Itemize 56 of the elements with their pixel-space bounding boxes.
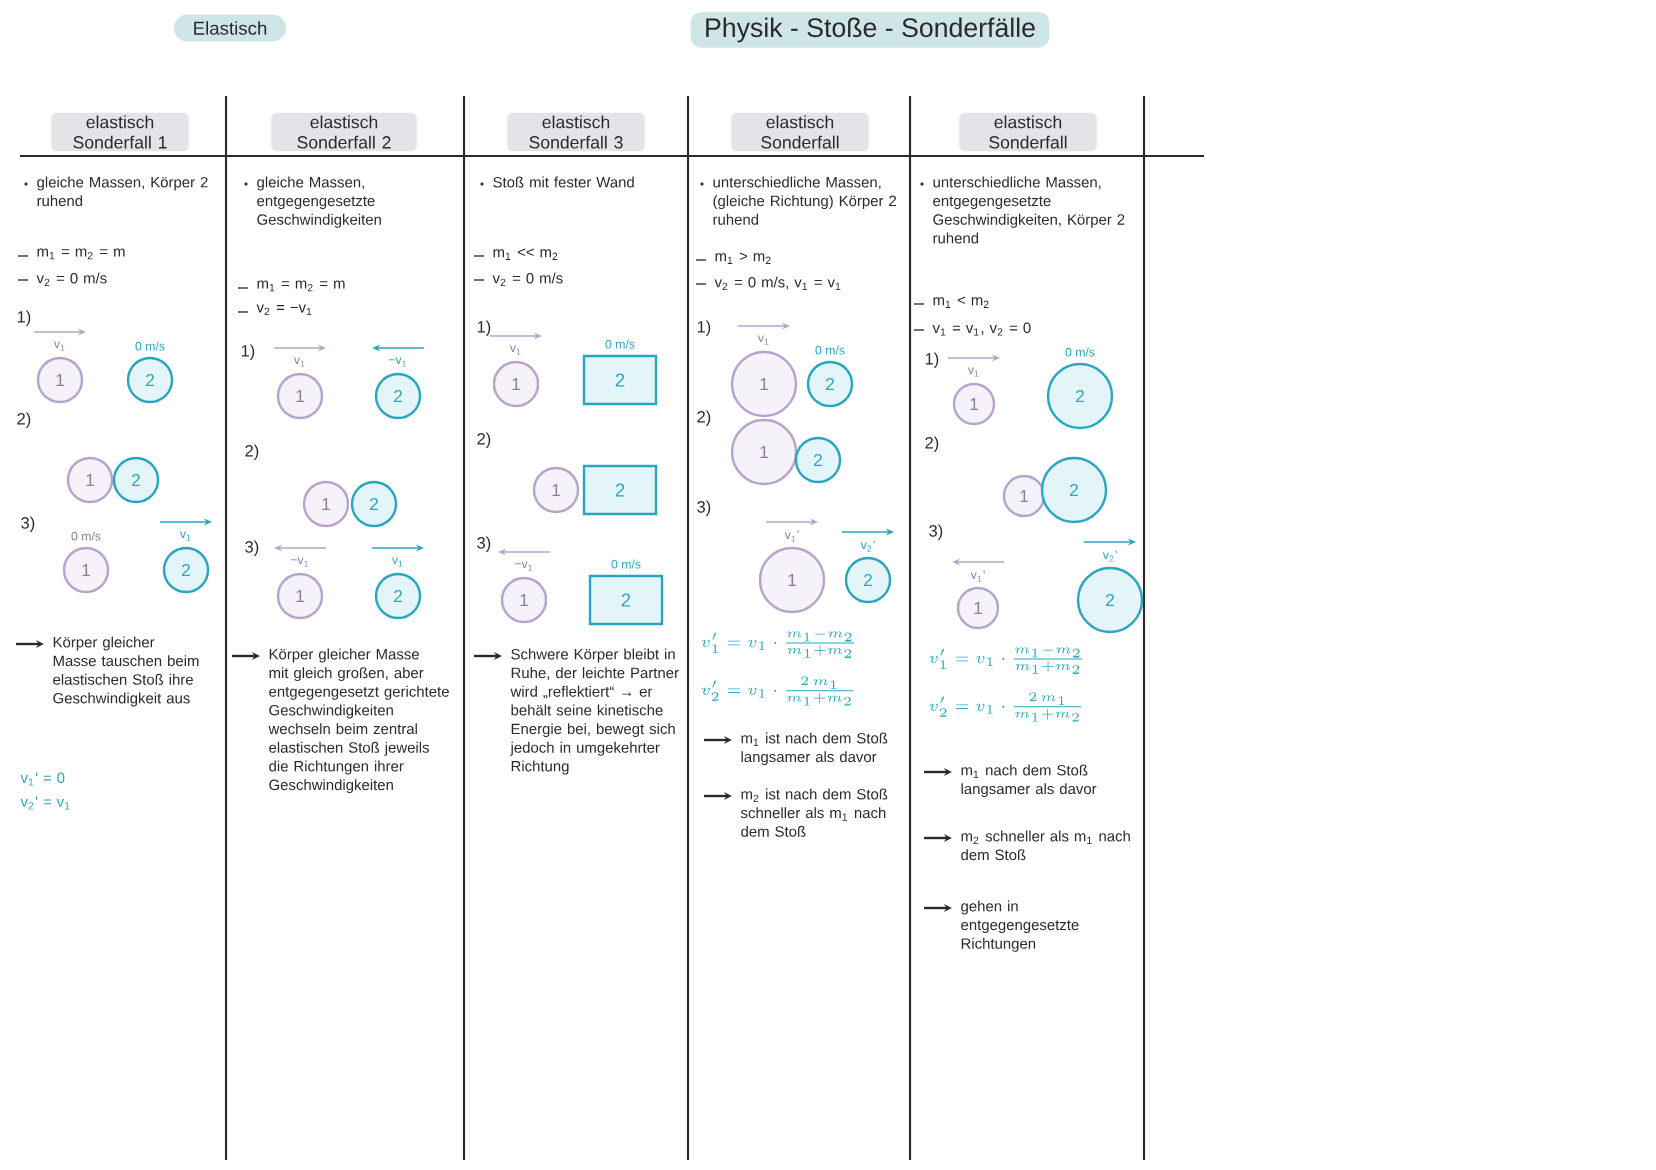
step-number: 1) bbox=[17, 310, 31, 326]
step-number: 1) bbox=[697, 320, 711, 336]
column-heading: elastisch Sonderfall bbox=[959, 112, 1097, 152]
block: 2 bbox=[582, 354, 658, 406]
block: 2 bbox=[582, 464, 658, 516]
title: Physik - Stoße - Sonderfälle bbox=[690, 12, 1050, 48]
ball: 2 bbox=[112, 456, 160, 504]
formula: $v_1' = v_1 \cdot \frac{m_1 - m_2}{m_1 + m_2}$ bbox=[929, 647, 1083, 674]
step-number: 1) bbox=[925, 352, 939, 368]
step-number: 2) bbox=[477, 432, 491, 448]
step-number: 3) bbox=[477, 536, 491, 552]
step-number: 3) bbox=[697, 500, 711, 516]
column-heading: elastisch Sonderfall 2 bbox=[271, 112, 417, 152]
step-number: 3) bbox=[21, 516, 35, 532]
ball: 2 bbox=[1046, 362, 1114, 430]
ball: 2 bbox=[844, 556, 892, 604]
ball: 1 bbox=[952, 382, 996, 426]
ball: 1 bbox=[758, 546, 826, 614]
step-number: 3) bbox=[245, 540, 259, 556]
ball: 1 bbox=[1002, 474, 1046, 518]
ball: 1 bbox=[730, 350, 798, 418]
ball: 2 bbox=[794, 436, 842, 484]
ball: 1 bbox=[956, 586, 1000, 630]
formula: $v_2' = v_1 \cdot \frac{2\,m_1}{m_1 + m_2}$ bbox=[929, 692, 1082, 722]
block: 2 bbox=[588, 574, 664, 626]
ball: 2 bbox=[1076, 566, 1144, 634]
ball: 2 bbox=[806, 360, 854, 408]
ball: 1 bbox=[500, 576, 548, 624]
ball: 2 bbox=[374, 372, 422, 420]
ball: 2 bbox=[162, 546, 210, 594]
step-number: 2) bbox=[925, 436, 939, 452]
ball: 1 bbox=[66, 456, 114, 504]
column-heading: elastisch Sonderfall 3 bbox=[507, 112, 645, 152]
ball: 1 bbox=[730, 418, 798, 486]
step-number: 3) bbox=[929, 524, 943, 540]
ball: 1 bbox=[36, 356, 84, 404]
ball: 2 bbox=[1040, 456, 1108, 524]
step-number: 2) bbox=[17, 412, 31, 428]
step-number: 2) bbox=[697, 410, 711, 426]
ball: 1 bbox=[62, 546, 110, 594]
step-number: 1) bbox=[241, 344, 255, 360]
ball: 1 bbox=[492, 360, 540, 408]
column-heading: elastisch Sonderfall 1 bbox=[51, 112, 189, 152]
ball: 2 bbox=[126, 356, 174, 404]
ball: 1 bbox=[276, 372, 324, 420]
formula: $v_1' = v_1 \cdot \frac{m_1 - m_2}{m_1 + m_2}$ bbox=[701, 631, 855, 658]
formula: $v_2' = v_1 \cdot \frac{2\,m_1}{m_1 + m_2}$ bbox=[701, 676, 854, 706]
badge: Elastisch bbox=[174, 14, 287, 42]
column-heading: elastisch Sonderfall bbox=[731, 112, 869, 152]
ball: 1 bbox=[276, 572, 324, 620]
ball: 1 bbox=[302, 480, 350, 528]
ball: 2 bbox=[374, 572, 422, 620]
ball: 2 bbox=[350, 480, 398, 528]
ball: 1 bbox=[532, 466, 580, 514]
step-number: 2) bbox=[245, 444, 259, 460]
step-number: 1) bbox=[477, 320, 491, 336]
